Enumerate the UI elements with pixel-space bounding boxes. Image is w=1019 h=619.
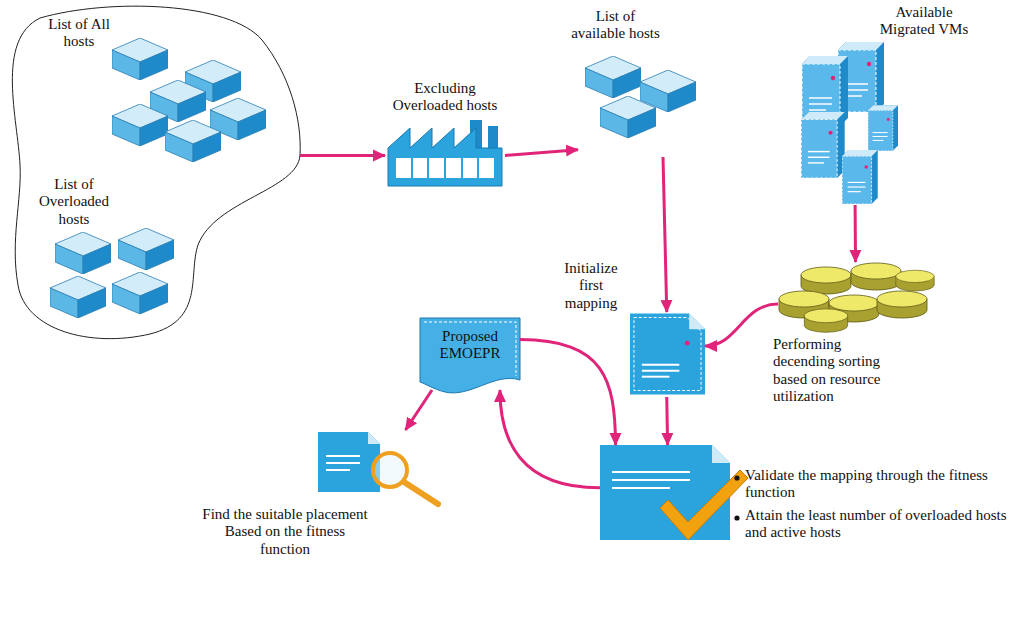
vm-group: Available Migrated VMs	[800, 40, 895, 205]
flow-arrow	[505, 150, 578, 156]
flow-arrow	[705, 304, 778, 346]
factory-icon: Excluding Overloaded hosts	[385, 118, 505, 186]
node-label: Proposed EMOEPR	[424, 328, 516, 363]
host-group: List of All hosts	[15, 10, 300, 170]
flow-arrow	[665, 397, 669, 445]
node-label: Find the suitable placement Based on the…	[202, 506, 368, 558]
search-document: Find the suitable placement Based on the…	[318, 430, 443, 505]
host-group: List of Overloaded hosts	[20, 172, 185, 322]
bullet-text: Attain the least number of overloaded ho…	[745, 507, 1007, 542]
document-icon: Initialize first mapping	[630, 312, 705, 397]
node-label: Initialize first mapping	[556, 260, 626, 312]
coin-stack: Performing decending sorting based on re…	[778, 262, 933, 332]
node-label: Available Migrated VMs	[878, 4, 970, 39]
node-label: Performing decending sorting based on re…	[773, 336, 895, 405]
checked-document: Validate the mapping through the fitness…	[600, 445, 730, 540]
flow-arrow	[300, 154, 385, 157]
bullet-text: Validate the mapping through the fitness…	[745, 467, 1007, 502]
flow-arrow	[520, 340, 616, 445]
node-label: List of Overloaded hosts	[28, 176, 120, 228]
node-label: Excluding Overloaded hosts	[380, 80, 510, 115]
flow-arrow	[663, 157, 667, 312]
flow-arrow	[406, 390, 433, 430]
flow-arrow	[854, 205, 857, 262]
banner-document: Proposed EMOEPR	[420, 318, 520, 390]
host-group: List of available hosts	[578, 52, 703, 157]
node-label: List of available hosts	[568, 8, 663, 43]
flow-arrow	[500, 390, 600, 488]
node-label: List of All hosts	[43, 16, 115, 51]
